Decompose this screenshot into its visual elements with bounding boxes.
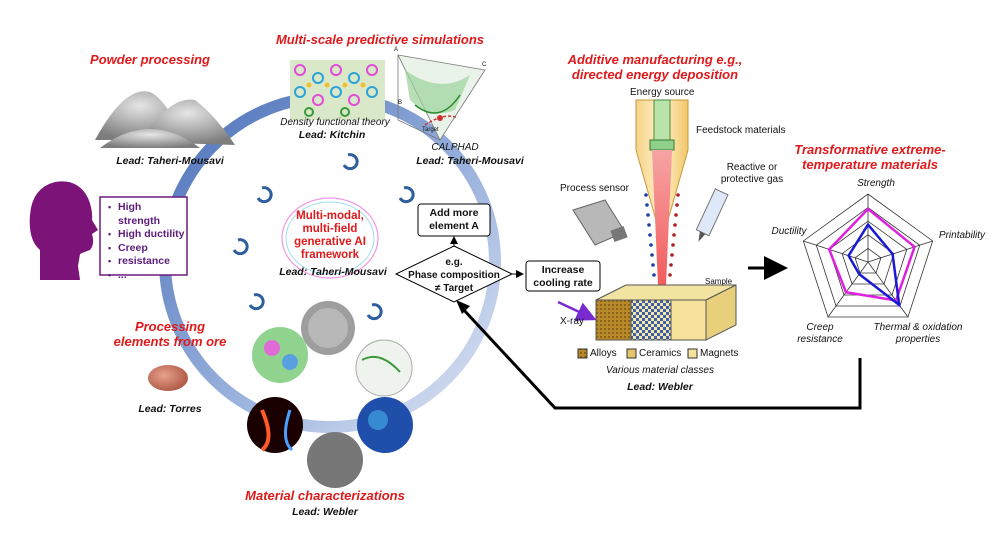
calphad-target: Target: [422, 127, 439, 133]
sample-label: Sample: [705, 277, 733, 286]
calphad-label: CALPHAD: [431, 142, 479, 153]
powder-image: [95, 91, 235, 148]
simulations-title: Multi-scale predictive simulations: [275, 32, 485, 47]
microstructure-images: [247, 301, 413, 488]
deposition-nozzle: [635, 99, 689, 285]
req-high-strength: High strength: [108, 201, 186, 228]
req-more: ...: [108, 269, 186, 283]
am-title: Additive manufacturing e.g.,directed ene…: [567, 52, 743, 82]
radar-series-blue: [847, 222, 901, 308]
process-sensor: [572, 199, 628, 246]
am-lead: Lead: Webler: [627, 381, 693, 393]
radar-axis-line: [803, 240, 869, 263]
sample-block: [595, 284, 737, 341]
radar-axis-line: [867, 261, 909, 318]
calphad-vertex-a: A: [394, 47, 399, 53]
radar-grid-ring: [802, 193, 934, 318]
radar-chart: [802, 193, 934, 318]
condition-diamond: [394, 245, 514, 303]
material-classes-label: Various material classes: [605, 365, 714, 376]
powder-lead: Lead: Taheri-Mousavi: [116, 155, 224, 167]
dft-structure-image: [290, 60, 385, 120]
legend-alloys: Alloys: [590, 348, 617, 359]
requirements-list: High strength High ductility Creep resis…: [106, 201, 186, 282]
feedback-arrow: [460, 306, 862, 410]
radar-grid-ring: [854, 247, 882, 274]
powder-stream-dots: [644, 193, 680, 277]
calphad-vertex-c: C: [482, 62, 487, 68]
req-creep: Creep: [108, 242, 186, 256]
xray-label: X-ray: [560, 316, 584, 327]
legend-ceramics: Ceramics: [639, 348, 682, 359]
axis-strength: Strength: [857, 178, 895, 189]
calphad-vertex-b: B: [398, 100, 403, 106]
feedback-arrowhead: [456, 300, 470, 314]
dft-lead: Lead: Kitchin: [298, 129, 366, 141]
powder-title: Powder processing: [90, 52, 210, 67]
ai-lead: Lead: Taheri-Mousavi: [279, 266, 387, 278]
legend-magnets: Magnets: [700, 348, 739, 359]
req-high-ductility: High ductility: [108, 228, 186, 242]
radar-axis-line: [867, 240, 933, 263]
increase-cooling-box: [525, 260, 601, 292]
radar-axis-line: [827, 261, 869, 318]
axis-printability: Printability: [938, 230, 986, 241]
req-resistance: resistance: [108, 255, 186, 269]
condition-text: e.g.Phase composition≠ Target: [408, 257, 500, 294]
calphad-lead: Lead: Taheri-Mousavi: [416, 155, 524, 167]
characterization-title: Material characterizations: [245, 488, 405, 503]
process-sensor-label: Process sensor: [560, 183, 629, 194]
feedstock-label: Feedstock materials: [696, 125, 786, 136]
extreme-title: Transformative extreme-temperature mater…: [794, 142, 946, 172]
energy-source-label: Energy source: [630, 87, 695, 98]
ore-lead: Lead: Torres: [138, 403, 202, 415]
legend-alloys-swatch: [577, 348, 588, 359]
legend-ceramics-swatch: [626, 348, 637, 359]
characterization-lead: Lead: Webler: [292, 506, 358, 518]
axis-ductility: Ductility: [771, 226, 807, 237]
ai-cloud: [281, 197, 379, 279]
xray-arrow: [557, 300, 597, 321]
person-head-icon: [29, 181, 98, 280]
radar-series-magenta: [827, 207, 917, 302]
ore-rock-image: [148, 365, 188, 391]
legend-magnets-swatch: [687, 348, 698, 359]
radar-grid-ring: [815, 207, 921, 307]
calphad-diagram: [397, 54, 486, 141]
cycle-arrow-icons: [232, 153, 415, 321]
gas-nozzle: [695, 188, 729, 242]
dft-label: Density functional theory: [280, 117, 390, 128]
